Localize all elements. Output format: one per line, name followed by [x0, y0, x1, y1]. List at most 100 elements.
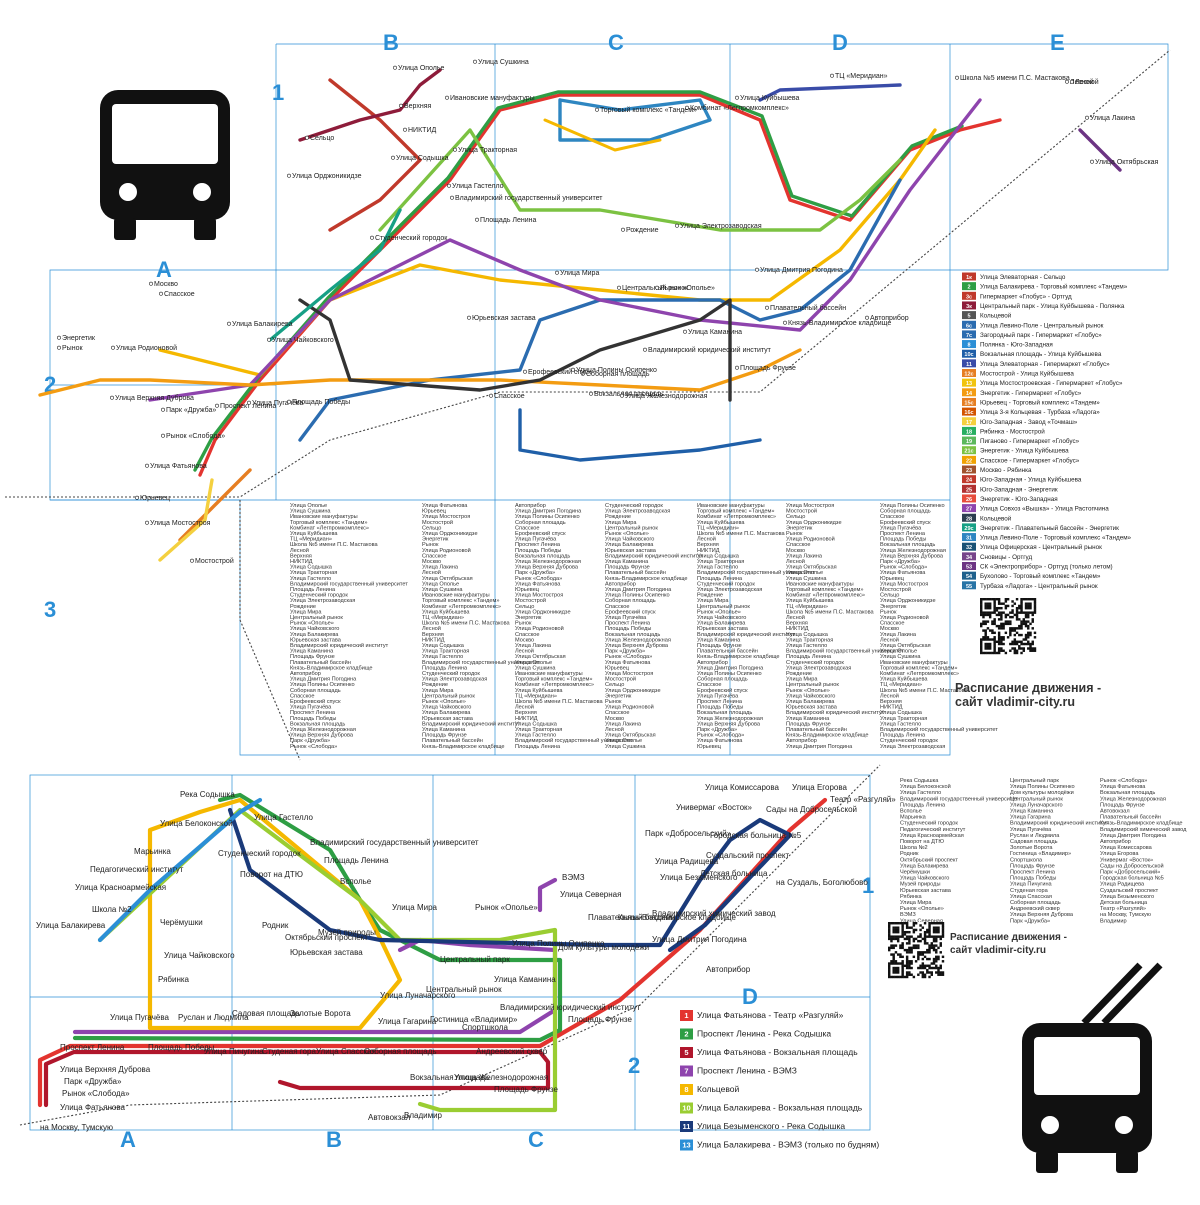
trolleybus-index-entry: Улица Егорова [1100, 851, 1139, 857]
bus-index-entry: Владимирский государственный университет [786, 648, 904, 655]
bus-stop-marker [589, 391, 593, 396]
trolleybus-stop-label: Улица Гастелло [254, 813, 313, 822]
bus-index-entry: Площадь Победы [697, 705, 743, 711]
bus-index-entry: Энергетик [880, 604, 907, 610]
bus-index-entry: Школа №5 имени П.С. Мастакова [422, 621, 511, 627]
bus-index-entry: Студенческий городок [290, 592, 348, 599]
bus-index-entry: Вокзальная площадь [515, 553, 570, 559]
bus-index-entry: Улица Чайковского [786, 692, 835, 699]
bus-stop-marker [865, 315, 869, 320]
bus-index-entry: Торговый комплекс «Тандем» [422, 597, 499, 604]
bus-index-entry: Юрьевец [422, 509, 447, 515]
trolleybus-stop-label: Соборная площадь [364, 1047, 437, 1056]
bus-route-line [158, 478, 214, 562]
trolleybus-index-entry: Улица Белоконской [900, 783, 951, 790]
bus-route-line [378, 128, 902, 232]
bus-index-entry: Улица Электрозаводская [880, 744, 945, 750]
bus-index-entry: Улица Октябрьская [786, 565, 837, 571]
bus-index-entry: Владимирский государственный университет [880, 726, 998, 733]
route-description: Спасское - Гипермаркет «Глобус» [980, 456, 1080, 464]
route-description: Полянка - Юго-Западная [980, 342, 1053, 349]
bus-stop-marker [735, 365, 739, 370]
bus-index-entry: Улица Содышка [697, 553, 740, 559]
route-number-badge [962, 349, 976, 358]
trolleybus-index-entry: Парк «Добросельский» [1100, 869, 1160, 876]
trolley-schedule-note: Расписание движения - [950, 932, 1067, 943]
bus-index-entry: Площадь Победы [515, 548, 561, 554]
route-number-badge [962, 291, 976, 300]
bus-index-entry: Улица Гастелло [515, 733, 556, 739]
bus-index-entry: Площадь Ленина [786, 654, 832, 660]
bus-index-entry: Спасское [515, 632, 540, 638]
trolleybus-index-entry: Улица Пугачёва [1010, 827, 1052, 833]
bus-index-entry: Улица Балакирева [697, 621, 746, 627]
route-number: 31 [966, 536, 972, 542]
bus-index-entry: Улица Куйбышева [786, 597, 834, 604]
route-number: 2 [967, 285, 970, 291]
bus-stop-label: Князь-Владимирское кладбище [788, 319, 891, 327]
bus-index-entry: Москво [515, 637, 534, 643]
bus-index-entry: Улица Каманина [697, 637, 741, 643]
bus-index-entry: Ерофеевский спуск [290, 698, 341, 705]
bus-stop-marker [370, 235, 374, 240]
bus-stop-label: Улица Тракторная [458, 147, 517, 154]
bus-index-entry: Юрьевец [515, 587, 540, 593]
bus-stop-label: Площадь Ленина [480, 217, 537, 224]
trolleybus-route-number: 10 [682, 1104, 690, 1113]
trolleybus-stop-label: Улица Комиссарова [705, 783, 780, 792]
route-description: Улица Офицерская - Центральный рынок [980, 543, 1102, 551]
bus-index-entry: Лесной [880, 636, 899, 643]
bus-route-line [518, 408, 762, 462]
bus-stop-label: Улица Полины Осипенко [576, 367, 657, 374]
bus-index-entry: Владимирский государственный университет [290, 580, 408, 587]
bus-index-entry: Улица Орджоникидзе [605, 688, 661, 694]
bus-stop-marker [305, 135, 309, 140]
trolley-grid-row-1: 1 [862, 873, 874, 898]
trolleybus-index-entry: Юрьевская застава [900, 888, 952, 894]
bus-index-entry: Владимирский государственный университет [697, 569, 815, 576]
trolleybus-stop-label: Гостиница «Владимир» [430, 1015, 518, 1024]
bus-index-entry: Москво [422, 559, 441, 565]
route-description: Юрьевец - Торговый комплекс «Тандем» [980, 398, 1100, 406]
bus-index-entry: Рынок «Слобода» [880, 565, 927, 571]
bus-stop-marker [159, 291, 163, 296]
route-description: Бухолово - Торговый комплекс «Тандем» [980, 572, 1101, 580]
trolley-grid-col-d: D [742, 984, 758, 1009]
bus-stop-label: Москво [154, 281, 178, 288]
bus-index-entry: Улица Верхняя Дуброва [515, 565, 579, 571]
bus-index-entry: Улица Лакина [605, 721, 642, 727]
bus-index-entry: Улица Ополье [422, 581, 459, 587]
trolleybus-index-entry: Проспект Ленина [1010, 870, 1056, 876]
bus-index-entry: Сельцо [786, 514, 805, 520]
trolleybus-index-entry: Соборная площадь [1010, 900, 1061, 906]
trolley-schedule-site[interactable]: сайт vladimir-city.ru [950, 945, 1046, 956]
route-description: СК «Электроприбор» - Ортгуд (только лето… [980, 563, 1113, 571]
trolleybus-index-entry: Владимир [1100, 918, 1127, 924]
bus-index-entry: Торговый комплекс «Тандем» [786, 586, 863, 593]
bus-route-line [268, 208, 402, 342]
bus-schedule-site[interactable]: сайт vladimir-city.ru [955, 695, 1075, 709]
bus-index-entry: Проспект Ленина [605, 621, 651, 627]
bus-index-entry: НИКТИД [786, 626, 809, 632]
bus-index-entry: Спасское [786, 542, 811, 548]
bus-index-entry: Энергетик [422, 537, 449, 543]
bus-index-entry: Автоприбор [605, 581, 636, 587]
bus-index-entry: Улица Орджоникидзе [422, 531, 478, 537]
bus-index-entry: ТЦ «Меридиан» [786, 604, 828, 610]
bus-route-line [298, 298, 732, 402]
bus-stop-marker [215, 403, 219, 408]
bus-index-entry: Рынок [605, 699, 622, 705]
bus-index-entry: Студенческий городок [605, 502, 663, 509]
bus-stop-label: Рынок «Слобода» [166, 432, 225, 440]
trolleybus-stop-label: Золотые Ворота [290, 1009, 351, 1018]
trolleybus-route-description: Улица Фатьянова - Вокзальная площадь [697, 1047, 858, 1057]
route-description: Улица Мостостроевская - Гипермаркет «Гло… [980, 379, 1123, 387]
trolleybus-index-entry: Центральный рынок [1010, 795, 1063, 802]
bus-index-entry: Улица Каманина [290, 649, 334, 655]
trolleybus-route-description: Улица Фатьянова - Театр «Разгуляй» [697, 1010, 844, 1020]
bus-index-entry: Автоприбор [290, 671, 321, 677]
bus-icon [100, 90, 230, 240]
route-description: Энергетик - Юго-Западная [980, 496, 1058, 503]
